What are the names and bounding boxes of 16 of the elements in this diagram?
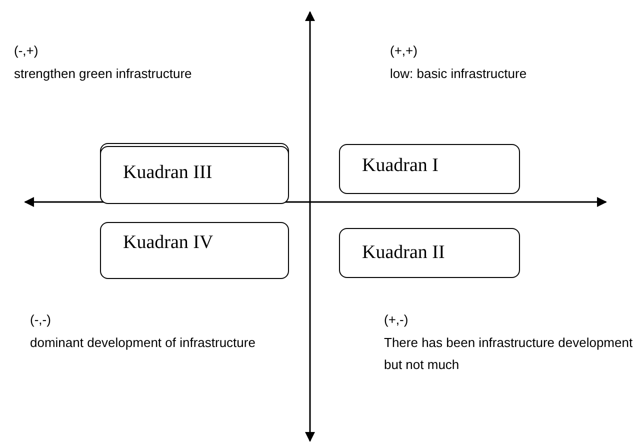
quadrant-box [339,144,520,194]
quadrant-title: Kuadran II [362,241,445,265]
quadrant-sign: (+,+) [390,42,418,60]
quadrant-title: Kuadran III [123,161,212,185]
quadrant-sign: (-,-) [30,311,51,329]
quadrant-box [100,146,289,204]
quadrant-box [339,228,520,278]
quadrant-sign: (+,-) [384,311,408,329]
quadrant-title: Kuadran I [362,154,438,178]
quadrant-sign: (-,+) [14,42,38,60]
quadrant-title: Kuadran IV [123,231,214,255]
quadrant-box [100,222,289,279]
quadrant-description: low: basic infrastructure [390,65,527,83]
quadrant-description: dominant development of infrastructure [30,334,256,352]
quadrant-description: There has been infrastructure development but not much [384,334,634,374]
quadrant-description: strengthen green infrastructure [14,65,192,83]
